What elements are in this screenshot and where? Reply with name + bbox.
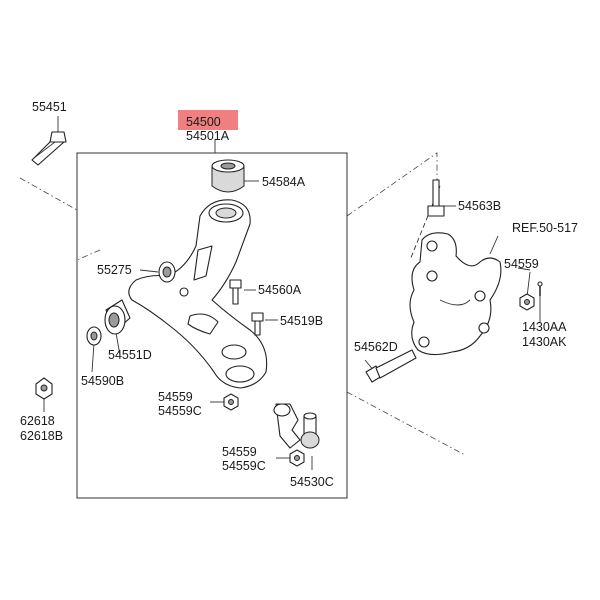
label-54500[interactable]: 54500 [186, 115, 221, 129]
label-54559-right[interactable]: 54559 [504, 257, 539, 271]
label-54559C-low[interactable]: 54559C [222, 459, 266, 473]
label-62618B[interactable]: 62618B [20, 429, 63, 443]
label-54551D[interactable]: 54551D [108, 348, 152, 362]
bolt-54519B-icon [251, 312, 264, 336]
cotter-pin-1430AA-icon [537, 281, 543, 296]
bushing-54551D-icon [104, 299, 131, 335]
washer-54590B-icon [86, 326, 102, 346]
reference-lines [19, 152, 466, 456]
washer-55275-icon [158, 261, 176, 283]
nut-62618-icon [35, 377, 53, 400]
label-54559C-mid[interactable]: 54559C [158, 404, 202, 418]
label-54560A[interactable]: 54560A [258, 283, 302, 297]
nut-54559-low-icon [289, 449, 305, 467]
lower-control-arm-icon [128, 199, 268, 389]
bolt-54560A-icon [229, 279, 242, 305]
label-62618[interactable]: 62618 [20, 414, 55, 428]
label-54519B[interactable]: 54519B [280, 314, 323, 328]
label-54530C[interactable]: 54530C [290, 475, 334, 489]
label-54501A[interactable]: 54501A [186, 129, 230, 143]
ball-joint-54530C-icon [273, 403, 320, 449]
label-54584A[interactable]: 54584A [262, 175, 306, 189]
highlight-box [178, 110, 238, 130]
assembly-frame [76, 152, 348, 499]
label-55451[interactable]: 55451 [32, 100, 67, 114]
label-54562D[interactable]: 54562D [354, 340, 398, 354]
label-54559-low[interactable]: 54559 [222, 445, 257, 459]
label-54559-mid[interactable]: 54559 [158, 390, 193, 404]
bolt-55451-icon [31, 131, 67, 166]
label-54563B[interactable]: 54563B [458, 199, 501, 213]
leader-lines [43, 116, 541, 470]
label-54590B[interactable]: 54590B [81, 374, 124, 388]
nut-54559-right-icon [519, 293, 535, 311]
label-55275[interactable]: 55275 [97, 263, 132, 277]
label-ref-50-517[interactable]: REF.50-517 [512, 221, 578, 235]
bolt-54563B-icon [427, 179, 445, 217]
bushing-54584A-icon [211, 159, 245, 193]
steering-knuckle-icon [409, 232, 502, 356]
part-labels: 55451 54500 54501A 54584A 54563B REF.50-… [20, 100, 578, 489]
nut-54559-mid-icon [223, 393, 239, 411]
label-1430AA[interactable]: 1430AA [522, 320, 567, 334]
label-1430AK[interactable]: 1430AK [522, 335, 567, 349]
bolt-54562D-icon [365, 349, 417, 383]
